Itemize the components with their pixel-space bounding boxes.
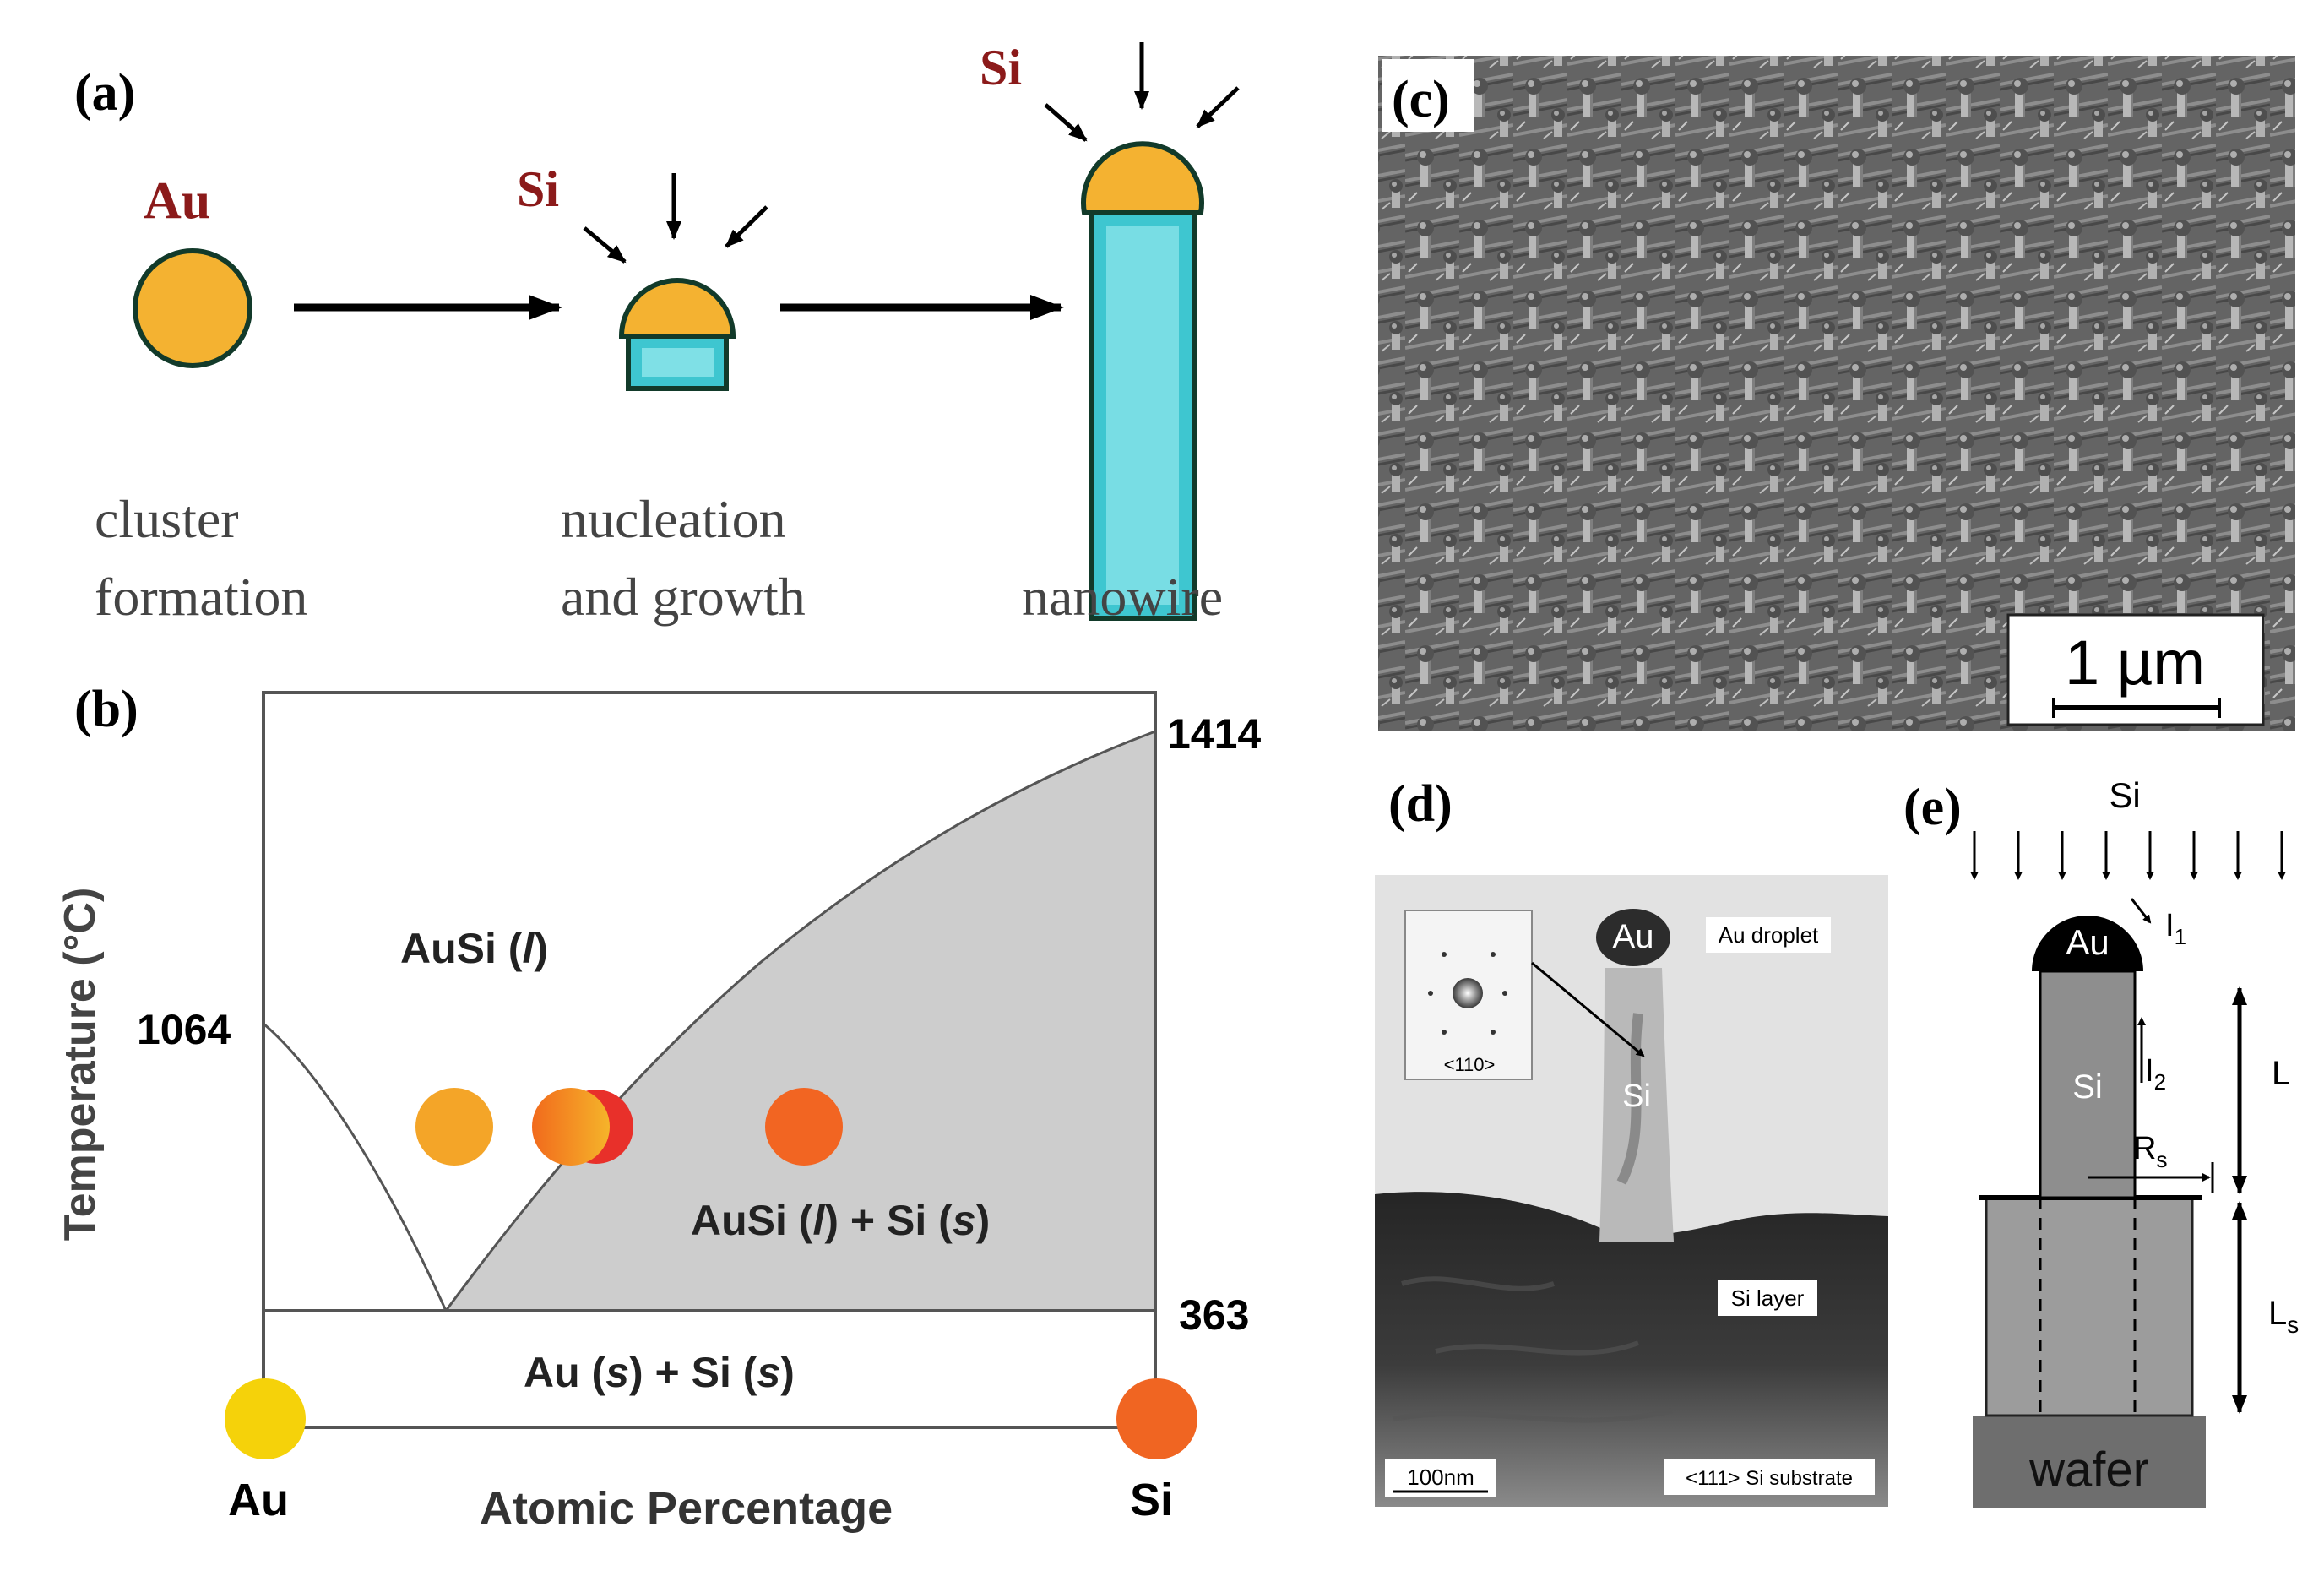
y-axis-label: Temperature (°C) (56, 888, 105, 1242)
au-droplet-step3 (1081, 141, 1204, 215)
ls-label: Ls (2268, 1295, 2299, 1338)
liquidus-au (263, 1022, 448, 1312)
diffraction-inset (1404, 910, 1533, 1080)
e-au-droplet (2032, 916, 2143, 971)
e-nanowire (2039, 970, 2137, 1199)
diffraction-spot (1502, 991, 1507, 996)
flux-arrow (725, 205, 768, 248)
inset-pointer (1531, 961, 1645, 1057)
au-droplet-step2 (618, 278, 736, 339)
au-cluster (133, 248, 252, 368)
au-droplet-tag (1706, 917, 1831, 953)
region-liquid-solid (443, 729, 1157, 1312)
caption-nucleation-2: and growth (561, 567, 806, 627)
diffraction-spot (1442, 1030, 1447, 1035)
diffraction-spot (1491, 952, 1496, 957)
flux-arrow (583, 226, 627, 264)
tem-substrate (1375, 1192, 1888, 1507)
wafer (1973, 1416, 2206, 1508)
panel-c-label-bg (1382, 59, 1474, 132)
diffraction-spot (1442, 952, 1447, 957)
dashed-wire-extension (2039, 1198, 2137, 1416)
caption-cluster-2: formation (95, 567, 307, 627)
region-liquid-label: AuSi (l) (400, 925, 548, 972)
x-end-au: Au (228, 1475, 289, 1525)
panel-b: (b) 1064 1414 363 Temperature (°C) AuSi … (56, 681, 1261, 1534)
i2-label: I2 (2145, 1053, 2166, 1095)
state-marker-two-phase (765, 1088, 843, 1166)
caption-nanowire: nanowire (1022, 567, 1223, 627)
flux-arrow (1044, 103, 1088, 142)
growth-layer (1985, 1196, 2194, 1417)
panel-a: (a) Au Si Si cluster formation nucleatio… (74, 40, 1240, 627)
panel-b-label: (b) (74, 681, 138, 738)
tem-au-text: Au (1613, 918, 1654, 955)
x-end-si: Si (1130, 1475, 1173, 1525)
panel-d: (d) Au Si <110> Au droplet Si layer <111… (1375, 775, 1888, 1507)
au-droplet-text: Au droplet (1719, 922, 1819, 948)
t-eutectic-tick: 363 (1179, 1291, 1249, 1339)
diffraction-spot (1428, 991, 1433, 996)
i1-label: I1 (2165, 908, 2186, 949)
state-marker-boundary (532, 1088, 610, 1166)
si-seed-shade (642, 348, 714, 377)
panel-d-label: (d) (1388, 775, 1452, 833)
diffraction-spot (1491, 1030, 1496, 1035)
substrate-tag (1664, 1459, 1875, 1495)
flux-arrow (1196, 86, 1240, 128)
l-label: L (2272, 1055, 2290, 1092)
t-au-tick: 1064 (137, 1006, 231, 1053)
panel-a-label: (a) (74, 64, 135, 122)
si-end-marker (1116, 1378, 1197, 1459)
e-si-text: Si (2072, 1068, 2103, 1106)
si-layer-tag (1718, 1280, 1817, 1316)
si-flux-arrows (1970, 831, 2286, 880)
scale-label: 1 µm (2065, 628, 2205, 698)
panel-c-label: (c) (1392, 71, 1450, 128)
state-marker-liquid (415, 1088, 493, 1166)
i1-arrow (2130, 898, 2152, 924)
tem-scale-text: 100nm (1407, 1465, 1474, 1490)
e-au-text: Au (2066, 922, 2109, 962)
panel-e: (e) Si wafer Au Si I1 I2 (1903, 775, 2299, 1508)
au-label: Au (144, 172, 210, 230)
diffraction-center (1452, 978, 1483, 1008)
substrate-text: <111> Si substrate (1686, 1467, 1853, 1490)
inset-direction: <110> (1444, 1054, 1496, 1075)
si-label-step3: Si (980, 40, 1022, 95)
region-solid-label: Au (s) + Si (s) (524, 1349, 795, 1396)
wafer-label: wafer (2028, 1443, 2149, 1497)
si-label-step2: Si (517, 161, 559, 217)
panel-e-label: (e) (1903, 779, 1962, 836)
tem-au-droplet (1596, 909, 1670, 966)
au-end-marker (225, 1378, 306, 1459)
region-liquid-solid-label: AuSi (l) + Si (s) (691, 1197, 990, 1244)
si-layer-text: Si layer (1731, 1285, 1805, 1311)
si-flux-label: Si (2109, 775, 2140, 815)
t-si-tick: 1414 (1167, 710, 1261, 758)
x-axis-label: Atomic Percentage (480, 1483, 893, 1534)
caption-cluster-1: cluster (95, 489, 239, 549)
nanowire-shade (1106, 226, 1179, 605)
caption-nucleation-1: nucleation (561, 489, 786, 549)
tem-si-text: Si (1622, 1079, 1651, 1114)
panel-c: (c) 1 µm (1378, 56, 2295, 731)
tem-substrate-texture (1393, 1276, 1673, 1423)
rs-label: Rs (2133, 1131, 2167, 1172)
tem-nanowire-stripe (1616, 1013, 1643, 1185)
